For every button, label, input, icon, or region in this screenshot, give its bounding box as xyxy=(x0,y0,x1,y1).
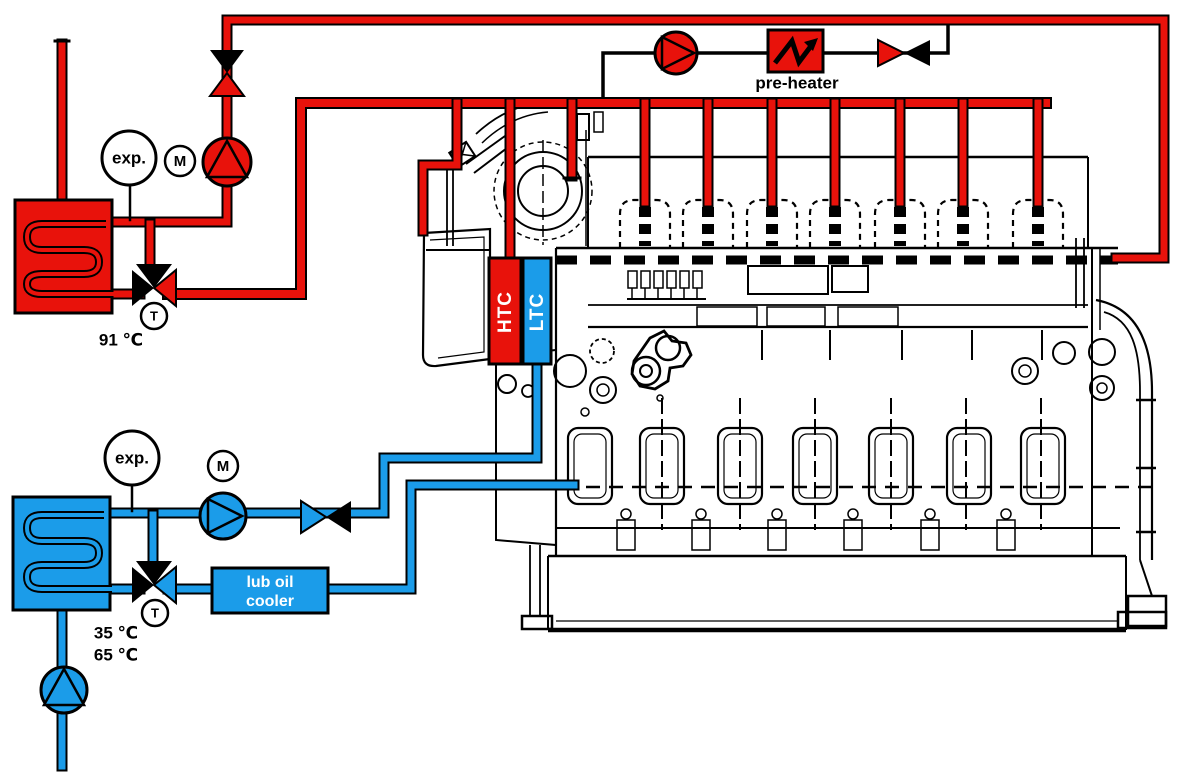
injection-pump-unit xyxy=(627,270,638,289)
thermostat-label: T xyxy=(150,308,158,323)
bracket-eye xyxy=(1000,508,1012,520)
ltc-temp-high-label: 65 ℃ xyxy=(94,645,138,664)
pre-heater-label: pre-heater xyxy=(755,73,839,92)
injection-pump-unit xyxy=(640,270,651,289)
transfer-pump xyxy=(39,665,89,715)
htc-label: HTC xyxy=(495,291,516,333)
injection-pump-detail xyxy=(627,270,706,300)
bracket-eye xyxy=(620,508,632,520)
crankcase-ports xyxy=(566,426,1067,506)
htc-circulating-pump xyxy=(201,136,253,188)
ltc-expansion-tank: exp. xyxy=(103,429,161,487)
crankcase-port xyxy=(945,426,993,506)
ltc-circulating-pump xyxy=(198,491,248,541)
cylinder-centerlines xyxy=(661,398,1042,530)
pump-triangle-up-icon xyxy=(204,138,250,179)
htc-main-loop-pipe xyxy=(98,14,1170,264)
ltc-cooler xyxy=(11,495,114,612)
htc-pump-motor: M xyxy=(163,144,197,178)
injection-pump-unit xyxy=(666,270,677,289)
bracket-eye xyxy=(847,508,859,520)
charge-air-cooler-box xyxy=(421,227,492,368)
injection-pump-unit xyxy=(653,270,664,289)
ltc-shutoff-valve xyxy=(300,499,351,535)
bracket-eye xyxy=(771,508,783,520)
htc-shutoff-valve xyxy=(208,50,246,97)
ltc-thermostat-valve: T xyxy=(132,561,177,628)
bracket xyxy=(767,519,787,551)
bracket xyxy=(843,519,863,551)
pump-triangle-up-icon xyxy=(41,666,87,707)
motor-label: M xyxy=(174,153,187,170)
cylinder-riser-pipes xyxy=(639,97,1044,208)
injection-pump-unit xyxy=(692,270,703,289)
crankcase-port-inner xyxy=(1026,433,1060,499)
bracket xyxy=(920,519,940,551)
htc-temp-label: 91 ℃ xyxy=(99,330,143,349)
htc-pipes xyxy=(53,14,1170,300)
cylinder-head-domes xyxy=(618,198,1065,248)
htc-cooler xyxy=(13,198,114,315)
ltc-temp-low-label: 35 ℃ xyxy=(94,623,138,642)
pre-heater-box xyxy=(766,28,825,74)
lub-oil-cooler-label-2: cooler xyxy=(246,593,294,610)
expansion-tank-label: exp. xyxy=(115,448,149,467)
crankcase-port-inner xyxy=(952,433,986,499)
oil-pan xyxy=(520,556,1168,633)
lub-oil-cooler-box xyxy=(210,566,330,615)
block-ticks xyxy=(761,330,1043,360)
lub-oil-return-pipe xyxy=(320,479,580,595)
pre-heater-check-valve xyxy=(877,38,930,68)
pre-heater-pump xyxy=(653,30,699,76)
ltc-label: LTC xyxy=(527,293,548,332)
heater-arrow-icon xyxy=(804,38,818,51)
ltc-pump-motor: M xyxy=(206,449,240,483)
bracket xyxy=(691,519,711,551)
ltc-pipes xyxy=(56,358,580,772)
expansion-tank-label: exp. xyxy=(112,148,146,167)
htc-expansion-tank: exp. xyxy=(100,129,158,187)
htc-connection-box xyxy=(487,256,523,366)
main-bearing-brackets xyxy=(616,508,1016,551)
pump-triangle-right-icon xyxy=(660,34,697,72)
crankcase-port xyxy=(1019,426,1067,506)
gear-housing xyxy=(630,329,693,391)
thermostat-label: T xyxy=(151,605,159,620)
crankcase-port-inner xyxy=(573,433,607,499)
lub-oil-cooler-label-1: lub oil xyxy=(246,574,293,591)
htc-thermostat-valve: T xyxy=(132,264,177,331)
heater-element-icon xyxy=(773,35,816,68)
injection-pump-unit xyxy=(679,270,690,289)
bracket-eye xyxy=(695,508,707,520)
pump-triangle-right-icon xyxy=(206,496,245,536)
engine-rear-end xyxy=(1075,238,1168,628)
motor-label: M xyxy=(217,458,230,475)
bracket xyxy=(996,519,1016,551)
bracket xyxy=(616,519,636,551)
ltc-connection-box xyxy=(521,256,553,366)
bracket-eye xyxy=(924,508,936,520)
crankcase-port xyxy=(566,426,614,506)
ltc-main-pipe xyxy=(94,358,543,519)
